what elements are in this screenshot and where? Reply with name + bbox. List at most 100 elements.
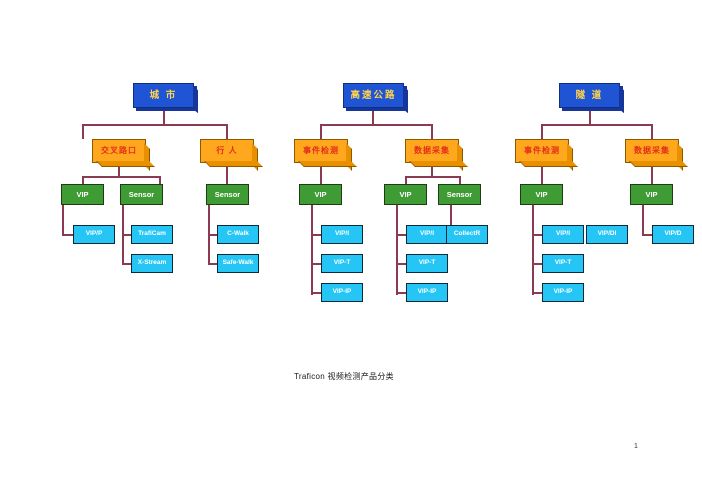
category-node-intersection[interactable]: 交叉路口	[92, 139, 146, 163]
category-node-pedestrian[interactable]: 行 人	[200, 139, 254, 163]
connector-pedestrian-to-sensor	[226, 163, 228, 184]
product-node-safe-walk[interactable]: Safe-Walk	[217, 254, 259, 273]
product-node-collectr-label: CollectR	[453, 230, 481, 238]
device-node-city-intersection-vip-label: VIP	[76, 189, 89, 199]
product-node-highway-data-vip-t[interactable]: VIP-T	[406, 254, 448, 273]
connector-highway-incident-vip-to-vipi	[311, 234, 321, 236]
connector-highway-incident-to-vip	[320, 163, 322, 184]
category-node-highway-datacollect[interactable]: 数据采集	[405, 139, 459, 163]
connector-tunnel-incident-vip-to-vipip	[532, 292, 542, 294]
device-node-tunnel-data-vip[interactable]: VIP	[630, 184, 673, 205]
connector-highway-datacollect-bus	[405, 176, 460, 178]
connector-highway-data-vip-to-vipip	[396, 292, 406, 294]
connector-tunnel-root-bus	[541, 124, 652, 126]
connector-city-sensor-to-traficam	[122, 234, 131, 236]
product-node-tunnel-vip-d-label: VIP/D	[664, 230, 682, 238]
root-node-tunnel[interactable]: 隧 道	[559, 83, 620, 108]
product-node-highway-incident-vip-i[interactable]: VIP/I	[321, 225, 363, 244]
category-node-highway-incident[interactable]: 事件检测	[294, 139, 348, 163]
product-node-tunnel-vip-di[interactable]: VIP/DI	[586, 225, 628, 244]
product-node-tunnel-vip-t-label: VIP-T	[554, 259, 572, 267]
product-node-tunnel-vip-d[interactable]: VIP/D	[652, 225, 694, 244]
product-node-tunnel-vip-i-label: VIP/I	[555, 230, 571, 238]
connector-highway-data-sensor-spine	[450, 205, 452, 235]
product-node-c-walk-label: C-Walk	[227, 230, 249, 238]
device-node-highway-data-sensor[interactable]: Sensor	[438, 184, 481, 205]
product-node-highway-data-vip-ip-label: VIP-IP	[417, 288, 437, 296]
connector-pedestrian-sensor-to-cwalk	[208, 234, 217, 236]
product-node-highway-incident-vip-i-label: VIP/I	[334, 230, 350, 238]
connector-intersection-down	[118, 163, 120, 176]
product-node-c-walk[interactable]: C-Walk	[217, 225, 259, 244]
product-node-collectr[interactable]: CollectR	[446, 225, 488, 244]
connector-pedestrian-sensor-to-safewalk	[208, 263, 217, 265]
product-node-highway-incident-vip-t[interactable]: VIP-T	[321, 254, 363, 273]
connector-highway-data-vip-to-vipi	[396, 234, 406, 236]
product-node-tunnel-vip-i[interactable]: VIP/I	[542, 225, 584, 244]
device-node-tunnel-data-vip-label: VIP	[645, 189, 658, 199]
product-node-traficam-label: TrafiCam	[138, 230, 166, 238]
connector-intersection-to-sensor	[159, 176, 161, 184]
device-node-tunnel-incident-vip[interactable]: VIP	[520, 184, 563, 205]
product-node-highway-data-vip-t-label: VIP-T	[418, 259, 436, 267]
connector-highway-data-vip-spine	[396, 205, 398, 295]
connector-tunnel-incident-vip-spine	[532, 205, 534, 295]
connector-tunnel-data-to-vip	[651, 163, 653, 184]
device-node-city-intersection-sensor[interactable]: Sensor	[120, 184, 163, 205]
category-node-tunnel-incident-label: 事件检测	[524, 146, 560, 155]
connector-city-vip-spine	[62, 205, 64, 235]
product-node-highway-data-vip-i[interactable]: VIP/I	[406, 225, 448, 244]
category-node-tunnel-datacollect[interactable]: 数据采集	[625, 139, 679, 163]
product-node-x-stream-label: X-Stream	[137, 259, 167, 267]
connector-highway-incident-vip-spine	[311, 205, 313, 295]
product-node-highway-data-vip-i-label: VIP/I	[419, 230, 435, 238]
connector-highway-root-down	[372, 108, 374, 124]
connector-tunnel-to-incident	[541, 124, 543, 139]
category-node-tunnel-datacollect-label: 数据采集	[634, 146, 670, 155]
connector-highway-to-datacollect	[431, 124, 433, 139]
device-node-highway-incident-vip-label: VIP	[314, 189, 327, 199]
device-node-highway-data-sensor-label: Sensor	[446, 189, 473, 199]
device-node-city-pedestrian-sensor-label: Sensor	[214, 189, 241, 199]
device-node-city-intersection-vip[interactable]: VIP	[61, 184, 104, 205]
product-node-tunnel-vip-ip[interactable]: VIP-IP	[542, 283, 584, 302]
root-node-highway-label: 高速公路	[350, 89, 397, 101]
product-node-x-stream[interactable]: X-Stream	[131, 254, 173, 273]
device-node-city-intersection-sensor-label: Sensor	[128, 189, 155, 199]
product-node-highway-incident-vip-ip[interactable]: VIP-IP	[321, 283, 363, 302]
root-node-city[interactable]: 城 市	[133, 83, 194, 108]
connector-city-root-down	[163, 108, 165, 124]
connector-tunnel-root-down	[589, 108, 591, 124]
device-node-highway-incident-vip[interactable]: VIP	[299, 184, 342, 205]
product-node-tunnel-vip-t[interactable]: VIP-T	[542, 254, 584, 273]
connector-highway-datacollect-to-sensor	[459, 176, 461, 184]
root-node-city-label: 城 市	[149, 89, 178, 101]
connector-city-to-pedestrian	[226, 124, 228, 139]
device-node-highway-data-vip-label: VIP	[399, 189, 412, 199]
root-node-highway[interactable]: 高速公路	[343, 83, 404, 108]
connector-highway-root-bus	[320, 124, 432, 126]
product-node-traficam[interactable]: TrafiCam	[131, 225, 173, 244]
product-node-safe-walk-label: Safe-Walk	[222, 259, 254, 267]
connector-tunnel-incident-vip-to-vipi	[532, 234, 542, 236]
diagram-caption: Traficon 视频检测产品分类	[294, 372, 394, 381]
connector-city-sensor-to-xstream	[122, 263, 131, 265]
connector-city-vip-to-vipp	[62, 234, 73, 236]
product-node-tunnel-vip-ip-label: VIP-IP	[553, 288, 573, 296]
device-node-highway-data-vip[interactable]: VIP	[384, 184, 427, 205]
device-node-city-pedestrian-sensor[interactable]: Sensor	[206, 184, 249, 205]
connector-city-to-intersection	[82, 124, 84, 139]
product-node-highway-data-vip-ip[interactable]: VIP-IP	[406, 283, 448, 302]
root-node-tunnel-label: 隧 道	[575, 89, 604, 101]
product-node-tunnel-vip-di-label: VIP/DI	[597, 230, 617, 238]
connector-highway-datacollect-down	[431, 163, 433, 176]
product-node-highway-incident-vip-ip-label: VIP-IP	[332, 288, 352, 296]
connector-highway-incident-vip-to-vipip	[311, 292, 321, 294]
category-node-intersection-label: 交叉路口	[101, 146, 137, 155]
connector-tunnel-data-vip-to-vipd	[642, 234, 652, 236]
category-node-tunnel-incident[interactable]: 事件检测	[515, 139, 569, 163]
category-node-pedestrian-label: 行 人	[216, 146, 238, 155]
product-node-vip-p[interactable]: VIP/P	[73, 225, 115, 244]
connector-highway-data-vip-to-vipt	[396, 263, 406, 265]
